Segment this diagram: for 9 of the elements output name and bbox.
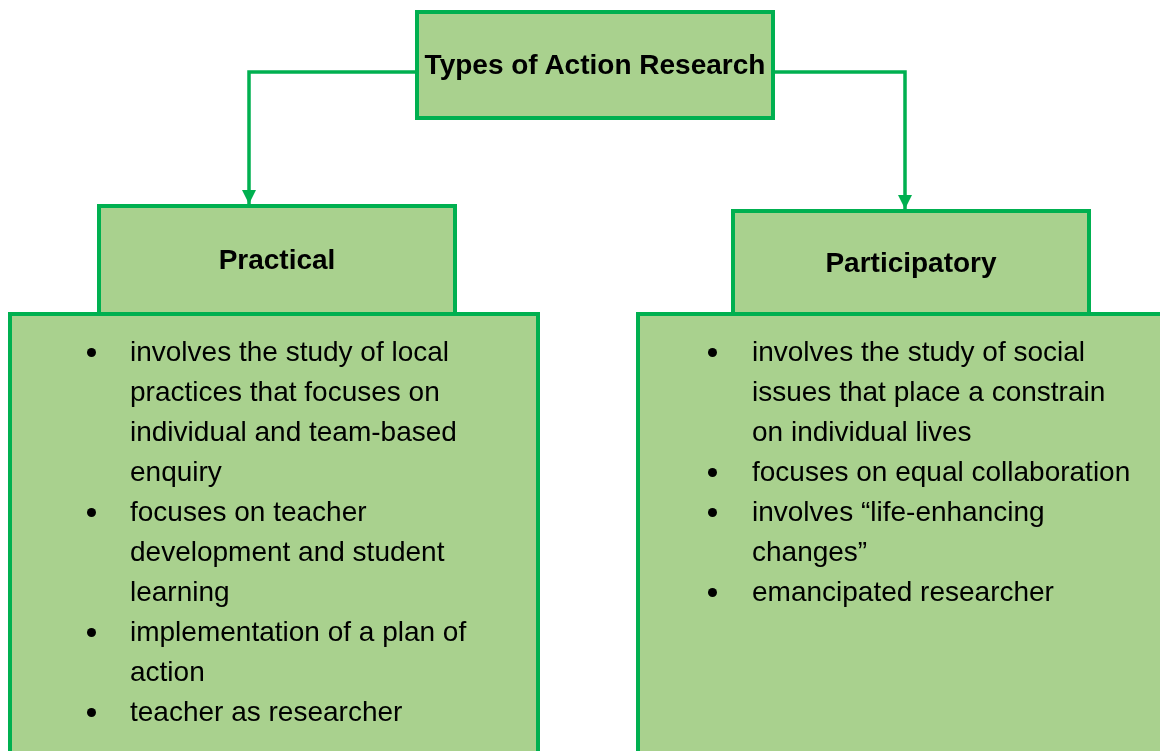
bullet-text: teacher as researcher — [130, 695, 403, 729]
arrow — [242, 70, 415, 204]
bullet-text: focuses on equal collaboration — [752, 455, 1131, 489]
bullet-text: emancipated researcher — [752, 575, 1054, 609]
arrow — [775, 70, 912, 209]
description-box — [8, 312, 540, 751]
title-box: Types of Action Research — [415, 10, 775, 120]
description-box — [636, 312, 1160, 751]
bullet-text: involves “life-enhancing changes” — [752, 495, 1046, 569]
